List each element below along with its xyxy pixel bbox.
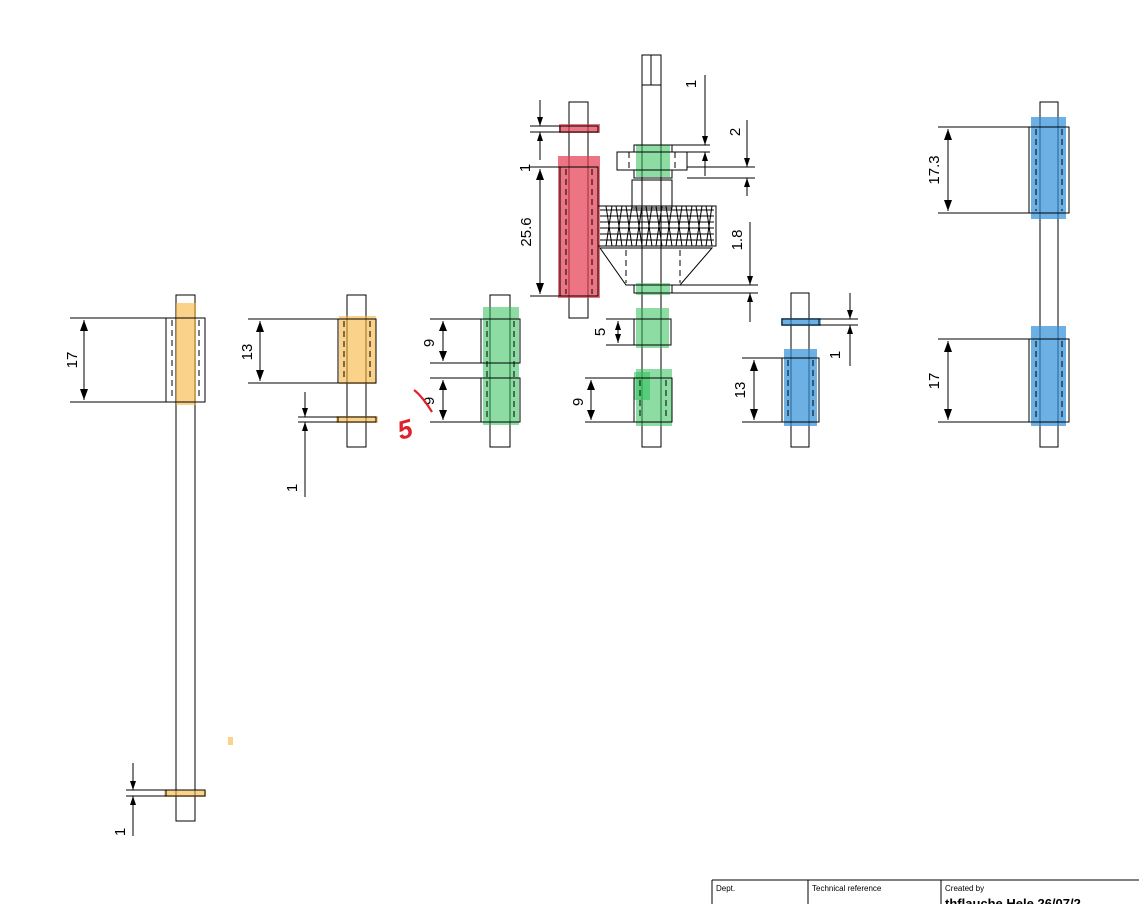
created-by-value: thflauche Hele 26/07/2	[945, 896, 1081, 904]
dim-center-mid: 5	[592, 328, 609, 336]
title-block: Dept. Technical reference Created by thf…	[711, 879, 1139, 904]
strikethrough-annotation	[413, 389, 433, 413]
bearing-highlight	[176, 303, 196, 405]
shaft-red: 1 25.6	[517, 100, 600, 319]
handwritten-correction: 5	[394, 413, 416, 446]
dim-red-main: 25.6	[518, 217, 535, 246]
dim-center-flange: 2	[727, 128, 744, 136]
dim-right-upper: 17.3	[926, 155, 943, 184]
dim-shaft2-bearing: 13	[239, 344, 256, 361]
shaft-1: 17 1	[64, 294, 233, 836]
dept-label: Dept.	[716, 884, 735, 893]
dim-shaft3-upper: 9	[421, 339, 438, 347]
dim-blue-bearing: 13	[732, 382, 749, 399]
shaft-center: 1 2 1.8 5 9	[570, 54, 758, 448]
shaft-2: 13 1	[239, 294, 378, 497]
shaft-3: 9 9 5	[394, 294, 521, 448]
created-by-label: Created by	[945, 884, 984, 893]
shaft-blue: 1 13	[732, 292, 858, 448]
retaining-ring	[165, 789, 206, 797]
technical-reference-label: Technical reference	[812, 884, 882, 893]
dim-blue-ring: 1	[827, 351, 844, 359]
dim-center-gear: 1.8	[729, 230, 746, 251]
dim-shaft1-bearing: 17	[64, 352, 81, 369]
dim-red-top: 1	[517, 164, 534, 172]
dim-shaft2-ring: 1	[284, 484, 301, 492]
dim-right-lower: 17	[926, 373, 943, 390]
dim-center-low: 9	[570, 398, 587, 406]
shaft-right: 17.3 17	[926, 101, 1070, 448]
dim-shaft3-lower: 9	[421, 397, 438, 405]
bevel-gear	[597, 205, 717, 286]
dim-center-top: 1	[683, 80, 700, 88]
bearing	[165, 317, 206, 403]
dim-shaft1-ring: 1	[112, 828, 129, 836]
